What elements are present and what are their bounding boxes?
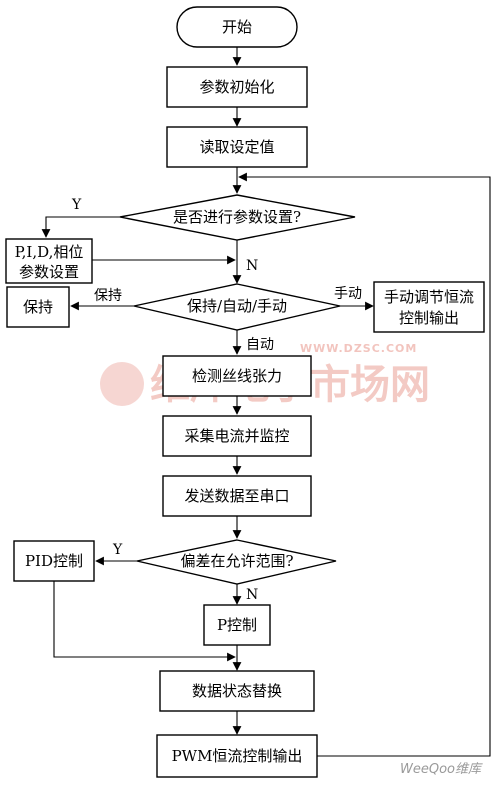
node-pid-setup-line2: 参数设置 [19, 263, 79, 281]
node-pid-control-label: PID控制 [25, 552, 83, 570]
decision-mode: 保持/自动/手动 [133, 283, 341, 331]
node-start: 开始 [176, 6, 298, 48]
label-auto: 自动 [246, 337, 274, 353]
label-n-setup: N [246, 258, 258, 274]
node-detect-label: 检测丝线张力 [192, 367, 282, 385]
node-p-control-label: P控制 [217, 616, 257, 634]
branch-labels: Y N 保持 手动 自动 Y N [71, 197, 362, 603]
node-pwm: PWM恒流控制输出 [156, 734, 318, 778]
node-hold-label: 保持 [23, 298, 53, 316]
node-detect: 检测丝线张力 [162, 355, 312, 397]
node-collect: 采集电流并监控 [162, 415, 312, 457]
decision-setup: 是否进行参数设置? [119, 194, 356, 241]
node-start-label: 开始 [222, 18, 252, 36]
node-send: 发送数据至串口 [162, 475, 312, 517]
node-manual-line2: 控制输出 [399, 309, 459, 327]
node-pid-setup: P,I,D,相位 参数设置 [5, 238, 93, 284]
node-init: 参数初始化 [166, 66, 308, 108]
node-send-label: 发送数据至串口 [184, 487, 289, 505]
decision-mode-label: 保持/自动/手动 [187, 297, 287, 315]
node-hold: 保持 [6, 286, 70, 328]
decision-setup-label: 是否进行参数设置? [173, 208, 301, 226]
node-pwm-label: PWM恒流控制输出 [172, 747, 303, 765]
node-init-label: 参数初始化 [199, 78, 274, 96]
watermark-corner: WeeQoo维库 [400, 762, 483, 777]
node-manual-line1: 手动调节恒流 [384, 288, 474, 306]
node-read-label: 读取设定值 [199, 138, 274, 156]
label-n-deviation: N [246, 587, 258, 603]
node-manual: 手动调节恒流 控制输出 [373, 281, 485, 333]
label-manual: 手动 [334, 286, 362, 302]
node-switch-label: 数据状态替换 [192, 682, 282, 700]
decision-deviation: 偏差在允许范围? [136, 539, 337, 585]
node-read: 读取设定值 [166, 126, 308, 168]
decision-deviation-label: 偏差在允许范围? [180, 552, 293, 570]
connectors [41, 47, 491, 757]
node-pid-control: PID控制 [13, 540, 95, 582]
node-collect-label: 采集电流并监控 [184, 427, 289, 445]
node-p-control: P控制 [203, 604, 271, 646]
label-y-deviation: Y [112, 542, 123, 558]
label-hold: 保持 [94, 288, 122, 304]
watermark-url: WWW.DZSC.COM [300, 342, 417, 355]
label-y-setup: Y [71, 197, 82, 213]
node-pid-setup-line1: P,I,D,相位 [15, 243, 84, 261]
watermark-logo-icon [100, 362, 144, 406]
node-switch: 数据状态替换 [159, 670, 315, 712]
